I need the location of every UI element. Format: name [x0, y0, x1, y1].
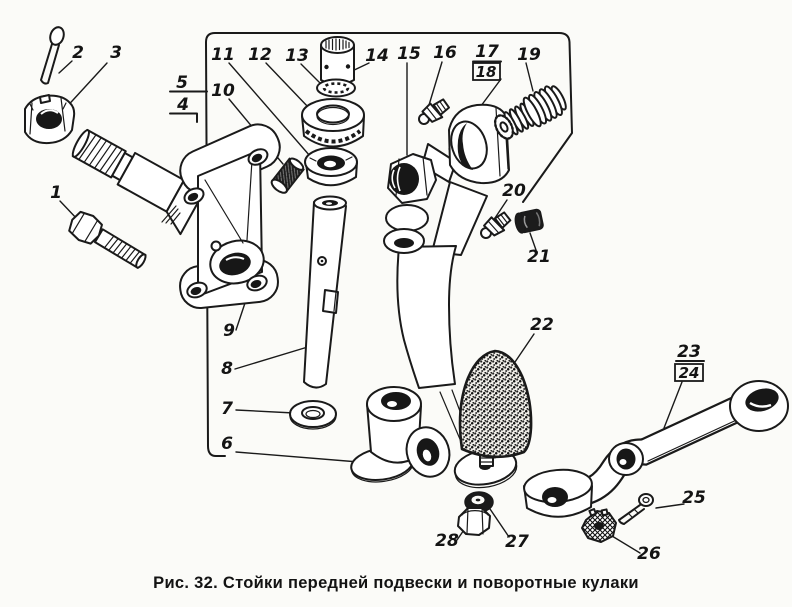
part-11-bearing: [304, 147, 358, 187]
part-label-24: 24: [679, 364, 700, 382]
part-label-14: 14: [365, 46, 389, 66]
part-label-16: 16: [433, 43, 457, 63]
part-23-24-steering-arm: [523, 380, 789, 518]
part-7-washer: [289, 400, 337, 430]
part-19-threaded-bushing: [493, 85, 567, 140]
part-8-kingpin: [303, 195, 347, 389]
part-14-cap: [320, 36, 355, 86]
part-label-21: 21: [527, 247, 551, 267]
part-label-26: 26: [637, 544, 661, 564]
part-26-castle-nut: [581, 508, 617, 543]
part-22-rubber-buffer: [458, 349, 533, 459]
part-label-11: 11: [211, 45, 235, 65]
part-20-grease-fitting: [475, 208, 514, 245]
diagram-border: [205, 32, 573, 457]
part-25-cotter-pin: [618, 493, 654, 525]
part-label-9: 9: [223, 321, 235, 341]
part-label-2: 2: [72, 43, 84, 63]
part-label-20: 20: [502, 181, 526, 201]
part-15-nut: [387, 153, 437, 204]
part-16-grease-fitting: [413, 95, 453, 131]
part-label-19: 19: [517, 45, 541, 65]
part-labels: 1 2 3 5 4 6 7 8 9 10 11 12 13 14 15 16 1…: [50, 42, 706, 564]
part-label-28: 28: [435, 531, 459, 551]
part-10-stud: [270, 157, 305, 194]
part-label-18: 18: [476, 63, 497, 81]
figure-caption: Рис. 32. Стойки передней подвески и пово…: [153, 574, 639, 592]
leader-lines: [58, 60, 685, 554]
part-label-5: 5: [176, 73, 188, 93]
part-13-lock-ring: [316, 78, 356, 98]
part-21-plug: [514, 208, 544, 234]
part-12-bearing: [301, 98, 365, 148]
part-2-cotter-pin: [40, 26, 65, 85]
part-label-1: 1: [50, 183, 62, 203]
part-label-3: 3: [110, 43, 122, 63]
part-label-17: 17: [475, 42, 499, 62]
part-label-15: 15: [397, 44, 421, 64]
part-label-4: 4: [176, 95, 189, 115]
part-3-castle-nut: [24, 94, 76, 145]
part-label-6: 6: [221, 434, 233, 454]
part-label-13: 13: [285, 46, 309, 66]
part-label-27: 27: [505, 532, 529, 552]
part-1-bolt: [68, 210, 147, 269]
part-label-7: 7: [221, 399, 233, 419]
part-label-24-box: [674, 363, 704, 382]
part-label-22: 22: [530, 315, 554, 335]
part-28-nut: [457, 507, 491, 536]
part-label-10: 10: [211, 81, 235, 101]
part-17-18-upper-eye: [448, 103, 510, 185]
part-label-23: 23: [677, 342, 701, 362]
part-label-25: 25: [682, 488, 706, 508]
buffer-cups: [383, 204, 429, 254]
part-label-8: 8: [221, 359, 233, 379]
part-label-18-box: [472, 62, 501, 81]
label-decorations: [169, 60, 705, 362]
part-label-12: 12: [248, 45, 272, 65]
part-9-steering-knuckle: [71, 123, 281, 310]
